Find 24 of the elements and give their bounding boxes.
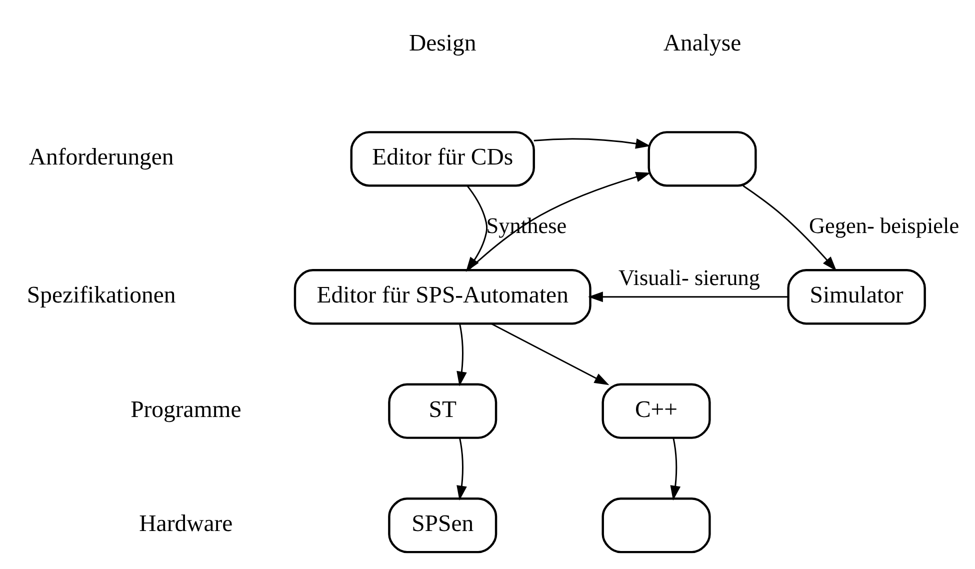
label: Design [409, 30, 476, 56]
label: Programme [130, 396, 242, 422]
arrow [534, 138, 651, 148]
arrow [456, 322, 467, 386]
edge-label: Visuali- sierung [618, 264, 760, 290]
label: Analyse [663, 30, 742, 56]
arrow [490, 322, 610, 385]
node-box: SPSen [388, 497, 498, 553]
arrow [588, 291, 788, 302]
arrow [456, 437, 467, 500]
arrow [670, 437, 681, 500]
node-box [648, 130, 757, 186]
label: Spezifikationen [26, 282, 176, 308]
node-box [602, 497, 711, 553]
arrow [468, 171, 651, 270]
edge-label: Gegen- beispiele [808, 212, 960, 238]
node-box: Editor für CDs [350, 130, 535, 186]
node-box: ST [388, 382, 498, 438]
node-box: C++ [602, 382, 711, 438]
label: Hardware [139, 510, 233, 536]
label: Anforderungen [28, 144, 174, 170]
node-box: Editor für SPS-Automaten [294, 268, 592, 324]
node-box: Simulator [787, 268, 926, 324]
arrow [742, 184, 837, 271]
